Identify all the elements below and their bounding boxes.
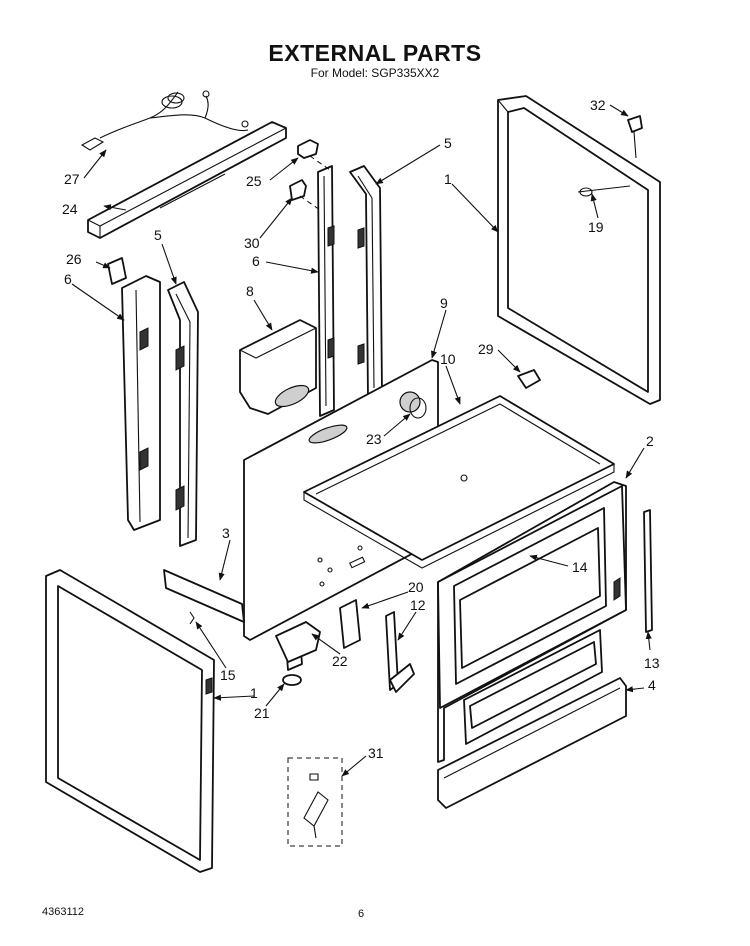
clip-25 <box>297 139 319 159</box>
rear-frame <box>497 95 661 405</box>
front-frame <box>437 481 627 763</box>
power-cord <box>80 90 249 151</box>
callout-25: 25 <box>246 173 262 189</box>
callout-13: 13 <box>644 655 660 671</box>
callout-26: 26 <box>66 251 82 267</box>
block-22 <box>275 621 321 663</box>
callout-5-left: 5 <box>154 227 162 243</box>
callout-6-left: 6 <box>64 271 72 287</box>
knob-29 <box>517 369 541 389</box>
clip-26 <box>107 257 127 285</box>
tool-19 <box>577 185 631 193</box>
screw-32 <box>627 115 643 159</box>
callout-1-rear: 1 <box>444 171 452 187</box>
callout-5-center: 5 <box>444 135 452 151</box>
callout-12: 12 <box>410 597 426 613</box>
vent-duct <box>239 319 317 415</box>
left-side-panel <box>121 275 199 547</box>
callout-1-front: 1 <box>250 685 258 701</box>
callout-15: 15 <box>220 667 236 683</box>
cooktop-panel <box>303 395 615 569</box>
model-subtitle: For Model: SGP335XX2 <box>310 66 440 80</box>
document-number: 4363112 <box>42 906 85 918</box>
callout-20: 20 <box>408 579 424 595</box>
page-title: EXTERNAL PARTS <box>268 40 482 66</box>
callout-3: 3 <box>222 525 230 541</box>
callout-30: 30 <box>244 235 260 251</box>
callout-29: 29 <box>478 341 494 357</box>
callout-labels: 32 1 19 29 5 25 27 24 30 6 5 26 6 8 9 10… <box>62 97 660 761</box>
callout-8: 8 <box>246 283 254 299</box>
top-trim-bar <box>87 121 287 239</box>
callout-19: 19 <box>588 219 604 235</box>
callout-27: 27 <box>64 171 80 187</box>
bracket-inset-31 <box>287 757 343 847</box>
door-frame <box>45 569 215 873</box>
callout-2: 2 <box>646 433 654 449</box>
bracket-20 <box>339 599 361 649</box>
callout-21: 21 <box>254 705 270 721</box>
kick-panel <box>437 677 627 809</box>
callout-22: 22 <box>332 653 348 669</box>
side-strip-13 <box>643 509 653 633</box>
page-number: 6 <box>358 908 365 920</box>
callout-10: 10 <box>440 351 456 367</box>
bracket-30 <box>289 179 307 201</box>
callout-14: 14 <box>572 559 588 575</box>
callout-6-center: 6 <box>252 253 260 269</box>
center-side-panel <box>317 165 383 417</box>
leader-lines <box>71 104 652 777</box>
callout-9: 9 <box>440 295 448 311</box>
base-rail <box>163 569 245 623</box>
callout-32: 32 <box>590 97 606 113</box>
screw-15 <box>189 611 195 625</box>
callout-24: 24 <box>62 201 78 217</box>
callout-23: 23 <box>366 431 382 447</box>
callout-4: 4 <box>648 677 656 693</box>
callout-31: 31 <box>368 745 384 761</box>
